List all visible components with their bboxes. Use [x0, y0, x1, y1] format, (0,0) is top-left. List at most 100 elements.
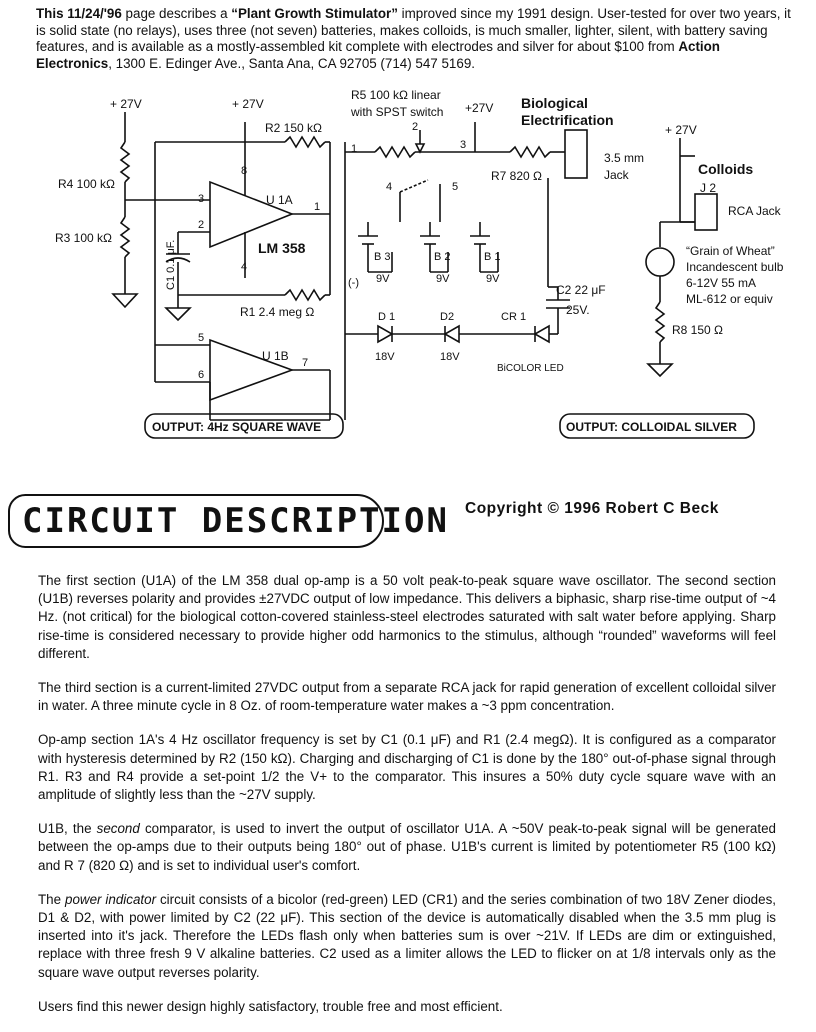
label-jack-line2: Jack — [604, 168, 630, 182]
paragraph-4: U1B, the second comparator, is used to i… — [38, 820, 776, 875]
resistor-r8 — [654, 301, 666, 343]
label-output-colloidal-silver: OUTPUT: COLLOIDAL SILVER — [566, 420, 737, 434]
label-sw-pin3: 3 — [460, 139, 466, 151]
product-name: “Plant Growth Stimulator” — [231, 6, 398, 21]
label-r5-line2: with SPST switch — [350, 105, 443, 119]
intro-text-1: page describes a — [121, 6, 232, 21]
resistor-r7 — [509, 145, 551, 159]
label-bat-v2: 9V — [436, 273, 450, 285]
circuit-schematic: + 27V + 27V +27V + 27V R4 100 kΩ R3 100 … — [55, 88, 784, 439]
label-r4: R4 100 kΩ — [58, 177, 115, 191]
label-c2-voltage: 25V. — [566, 303, 590, 317]
label-d1-voltage: 18V — [375, 351, 395, 363]
paragraph-5-emphasis: power indicator — [65, 891, 157, 907]
paragraph-1: The first section (U1A) of the LM 358 du… — [38, 573, 776, 661]
label-output-square-wave: OUTPUT: 4Hz SQUARE WAVE — [152, 420, 321, 434]
label-pin7: 7 — [302, 357, 308, 369]
label-c2-value: C2 22 μF — [556, 283, 606, 297]
paragraph-4-emphasis: second — [96, 821, 140, 837]
ground-symbol-left — [111, 293, 139, 309]
label-sw-pin1: 1 — [351, 143, 357, 155]
label-pin3: 3 — [198, 193, 204, 205]
paragraph-2: The third section is a current-limited 2… — [38, 680, 776, 714]
label-b3: B 3 — [374, 251, 391, 263]
bulb-symbol — [645, 247, 675, 277]
label-u1a: U 1A — [266, 193, 293, 207]
intro-text-2: improved since my 1991 design. User-test… — [36, 6, 791, 54]
label-j2: J 2 — [700, 181, 716, 195]
paragraph-4-part-a: U1B, the — [38, 821, 97, 837]
jack-j1-symbol — [564, 129, 588, 179]
circuit-description-body: The first section (U1A) of the LM 358 du… — [38, 572, 776, 1032]
label-v27-colloid: + 27V — [665, 123, 697, 137]
label-bio-line1: Biological — [521, 95, 588, 111]
rca-jack-j2-symbol — [694, 193, 718, 231]
paragraph-5-part-a: The — [38, 891, 66, 907]
label-b2: B 2 — [434, 251, 451, 263]
paragraph-6: Users find this newer design highly sati… — [38, 998, 503, 1014]
label-pin2: 2 — [198, 219, 204, 231]
label-sw-pin5: 5 — [452, 181, 458, 193]
output-colloidal-silver-box — [559, 413, 755, 439]
label-bio-line2: Electrification — [521, 112, 614, 128]
label-bat-v3: 9V — [376, 273, 390, 285]
ground-symbol-c1 — [164, 307, 192, 322]
resistor-r3 — [119, 216, 131, 258]
intro-paragraph: This 11/24/'96 page describes a “Plant G… — [36, 6, 798, 72]
label-v27-u1a: + 27V — [232, 97, 264, 111]
label-b1: B 1 — [484, 251, 501, 263]
label-jack-line1: 3.5 mm — [604, 151, 644, 165]
label-pin5: 5 — [198, 332, 204, 344]
label-bulb-line1: “Grain of Wheat” — [686, 244, 775, 258]
opamp-u1a-symbol — [209, 180, 295, 249]
label-lm358: LM 358 — [258, 240, 306, 256]
paragraph-5-part-b: circuit consists of a bicolor (red-green… — [38, 891, 776, 980]
intro-text-3: , 1300 E. Edinger Ave., Santa Ana, CA 92… — [108, 55, 475, 71]
label-negative: (-) — [348, 277, 359, 289]
label-sw-pin2: 2 — [412, 121, 418, 133]
label-r2: R2 150 kΩ — [265, 121, 322, 135]
label-pin1: 1 — [314, 201, 320, 213]
copyright-notice: Copyright © 1996 Robert C Beck — [465, 500, 719, 517]
label-r5-line1: R5 100 kΩ linear — [351, 88, 441, 102]
label-v27-r5: +27V — [465, 101, 493, 115]
paragraph-3: Op-amp section 1A's 4 Hz oscillator freq… — [38, 732, 776, 803]
resistor-r1 — [284, 288, 326, 302]
label-cr1: CR 1 — [501, 311, 526, 323]
section-title: CIRCUIT DESCRIPTION — [22, 501, 449, 541]
section-title-frame — [8, 494, 384, 548]
led-cr1-symbol — [533, 324, 550, 344]
potentiometer-r5 — [374, 145, 416, 159]
label-u1b: U 1B — [262, 349, 289, 363]
zener-d1-symbol — [377, 324, 394, 344]
label-bat-v1: 9V — [486, 273, 500, 285]
label-d2: D2 — [440, 311, 454, 323]
label-pin8: 8 — [241, 165, 247, 177]
zener-d2-symbol — [443, 324, 460, 344]
label-bulb-line2: Incandescent bulb — [686, 260, 784, 274]
label-r7: R7 820 Ω — [491, 169, 542, 183]
label-r1: R1 2.4 meg Ω — [240, 305, 314, 319]
label-v27-r4: + 27V — [110, 97, 142, 111]
label-bulb-line4: ML-612 or equiv — [686, 292, 773, 306]
label-pin6: 6 — [198, 369, 204, 381]
label-sw-pin4: 4 — [386, 181, 392, 193]
resistor-r4 — [119, 141, 131, 183]
label-r3: R3 100 kΩ — [55, 231, 112, 245]
label-r8: R8 150 Ω — [672, 323, 723, 337]
paragraph-5: The power indicator circuit consists of … — [38, 891, 776, 982]
output-square-wave-box — [144, 413, 344, 439]
label-d2-voltage: 18V — [440, 351, 460, 363]
label-d1: D 1 — [378, 311, 395, 323]
label-bulb-line3: 6-12V 55 mA — [686, 276, 756, 290]
paragraph-4-part-b: comparator, is used to invert the output… — [38, 821, 776, 873]
ground-symbol-right — [646, 363, 674, 378]
label-c1: C1 0.1 μF. — [165, 240, 177, 290]
resistor-r2 — [284, 135, 326, 149]
label-rca-jack: RCA Jack — [728, 204, 782, 218]
intro-date: This 11/24/'96 — [36, 6, 122, 21]
label-bicolor-led: BiCOLOR LED — [497, 363, 564, 374]
company-name: Action Electronics — [36, 39, 720, 71]
label-pin4: 4 — [241, 261, 247, 273]
label-colloids: Colloids — [698, 161, 753, 177]
